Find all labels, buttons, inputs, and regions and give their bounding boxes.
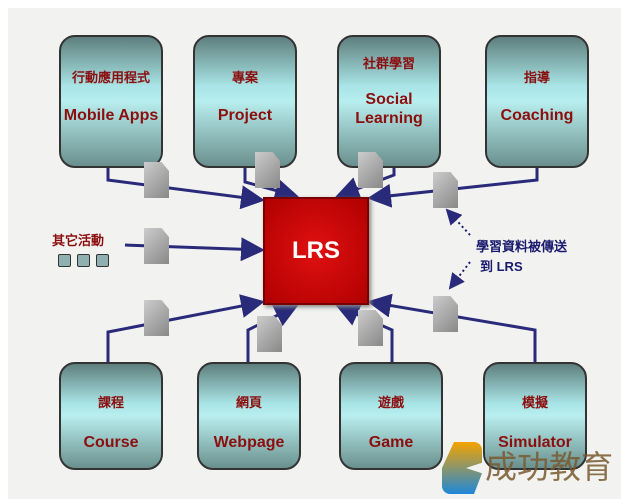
node-project: 專案 Project <box>193 35 297 168</box>
node-social-learning: 社群學習 Social Learning <box>337 35 441 168</box>
node-label-zh: 指導 <box>523 71 550 86</box>
line-webpage <box>246 304 299 362</box>
document-icon <box>144 300 169 336</box>
node-label-en: Course <box>83 434 139 451</box>
node-webpage: 網頁 Webpage <box>197 362 301 470</box>
line-mobile-apps <box>106 168 265 210</box>
lrs-label: LRS <box>292 237 340 264</box>
node-label-en: Coaching <box>500 107 574 124</box>
node-label-zh: 課程 <box>97 396 124 411</box>
document-icon <box>257 316 282 352</box>
data-transfer-note: 學習資料被傳送 到 LRS <box>476 237 567 277</box>
line-social <box>335 168 396 200</box>
note-line-2: 到 LRS <box>480 259 523 274</box>
note-line-1: 學習資料被傳送 <box>476 239 568 254</box>
line-coaching <box>367 168 539 208</box>
document-icon <box>144 228 169 264</box>
other-activities-label: 其它活動 <box>52 234 105 249</box>
node-label-en: Simulator <box>498 434 572 451</box>
node-label-zh: 行動應用程式 <box>71 71 150 86</box>
watermark-text: 成功教育 <box>485 448 614 486</box>
node-label-zh: 遊戲 <box>377 396 404 411</box>
watermark-logo-icon <box>442 442 482 494</box>
line-project <box>243 168 299 203</box>
node-coaching: 指導 Coaching <box>485 35 589 168</box>
document-icon <box>358 152 383 188</box>
node-label-zh: 社群學習 <box>362 57 415 72</box>
node-simulator: 模擬 Simulator <box>483 362 587 470</box>
node-label-en: Project <box>217 107 273 124</box>
node-game: 遊戲 Game <box>339 362 443 470</box>
node-label-en: Game <box>368 434 414 451</box>
document-icon <box>433 172 458 208</box>
line-course <box>106 294 265 362</box>
document-icon <box>255 152 280 188</box>
node-label-en: Mobile Apps <box>63 107 159 124</box>
document-icon <box>433 296 458 332</box>
watermark: 成功教育 <box>440 440 621 499</box>
ellipsis-square <box>58 254 71 267</box>
node-label-en: Social Learning <box>355 91 423 127</box>
document-icon <box>144 162 169 198</box>
node-label-en: Webpage <box>213 434 285 451</box>
line-simulator <box>367 293 537 362</box>
line-game <box>335 303 394 362</box>
document-icon <box>358 310 383 346</box>
node-label-zh: 專案 <box>231 71 258 86</box>
node-course: 課程 Course <box>59 362 163 470</box>
node-label-zh: 網頁 <box>235 396 262 411</box>
lrs-box: LRS <box>263 197 369 305</box>
node-label-zh: 模擬 <box>521 396 548 411</box>
node-mobile-apps: 行動應用程式 Mobile Apps <box>59 35 163 168</box>
ellipsis-square <box>96 254 109 267</box>
ellipsis-square <box>77 254 90 267</box>
